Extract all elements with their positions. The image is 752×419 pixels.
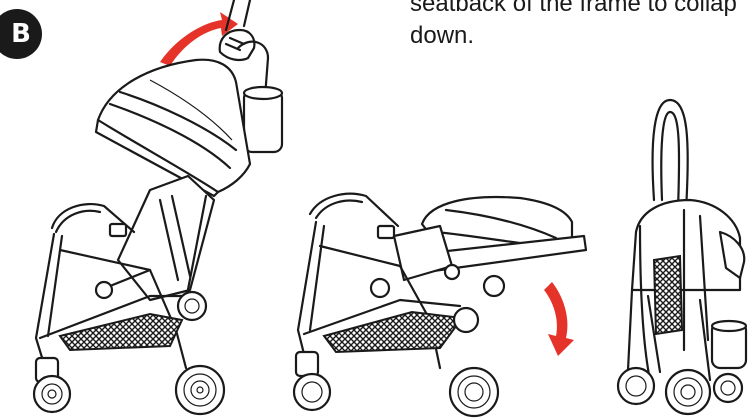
stroller-half-folded-figure — [294, 194, 586, 416]
collapse-arrow-icon — [544, 282, 574, 356]
stroller-folded-figure — [618, 100, 746, 414]
rear-wheel-icon — [176, 292, 224, 414]
front-wheel-icon — [34, 358, 70, 412]
stroller-unfolded-figure — [34, 0, 282, 414]
canopy-icon — [96, 60, 250, 196]
basket-icon — [60, 314, 182, 350]
